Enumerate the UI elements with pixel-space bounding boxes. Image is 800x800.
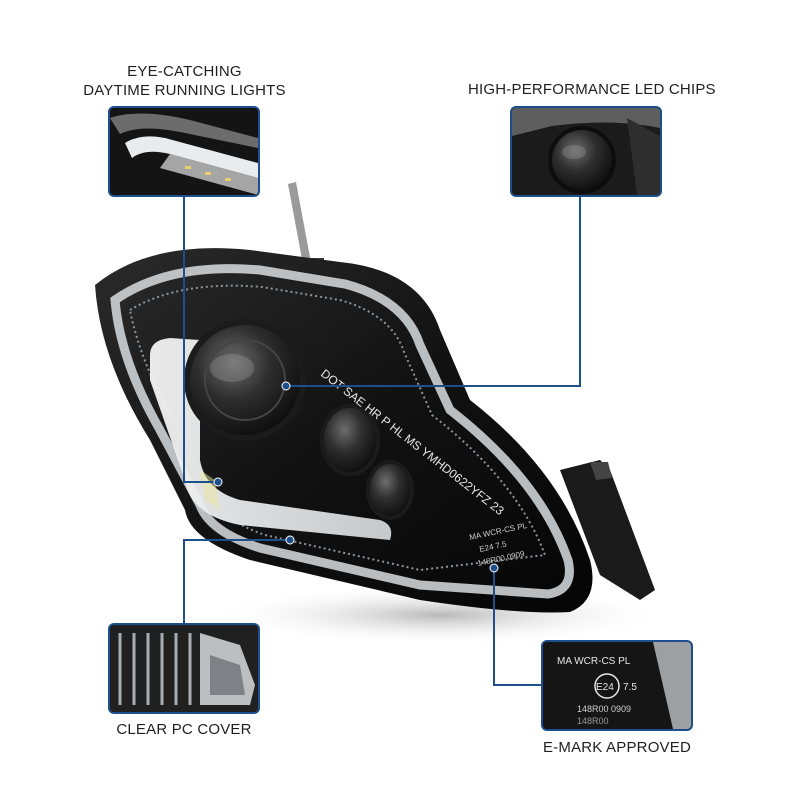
secondary-lens bbox=[320, 404, 380, 476]
emark-badge: E24 bbox=[596, 682, 614, 693]
leader-emark bbox=[493, 568, 543, 686]
drl-callout-line1: EYE-CATCHING bbox=[127, 63, 242, 80]
drl-inset bbox=[108, 106, 260, 197]
emark-inset-line4: 148R00 bbox=[577, 716, 609, 726]
clear-cover-inset bbox=[108, 623, 260, 714]
callout-leaders bbox=[183, 195, 581, 686]
emark-inset-line3: 148R00 0909 bbox=[577, 704, 631, 714]
mounting-bracket bbox=[560, 460, 655, 600]
clear-cover-callout-title: CLEAR PC COVER bbox=[116, 721, 252, 738]
leader-drl bbox=[183, 195, 218, 483]
drl-callout-title: EYE-CATCHING DAYTIME RUNNING LIGHTS bbox=[72, 62, 297, 100]
drl-callout-line2: DAYTIME RUNNING LIGHTS bbox=[83, 82, 286, 99]
emark-inset: MA WCR-CS PL E24 7.5 148R00 0909 148R00 bbox=[541, 640, 693, 731]
led-inset bbox=[510, 106, 662, 197]
emark-callout-title: E-MARK APPROVED bbox=[542, 739, 692, 756]
emark-badge-circle bbox=[594, 673, 620, 699]
projector-lens bbox=[184, 319, 306, 441]
led-callout-title: HIGH-PERFORMANCE LED CHIPS bbox=[468, 81, 716, 98]
emark-inset-line1: MA WCR-CS PL bbox=[557, 656, 631, 667]
clear-lens-rim bbox=[110, 264, 574, 599]
leader-cover bbox=[183, 539, 290, 625]
emark-badge-suffix: 7.5 bbox=[623, 682, 637, 693]
leader-led bbox=[286, 195, 581, 387]
wire-stub bbox=[288, 182, 312, 270]
